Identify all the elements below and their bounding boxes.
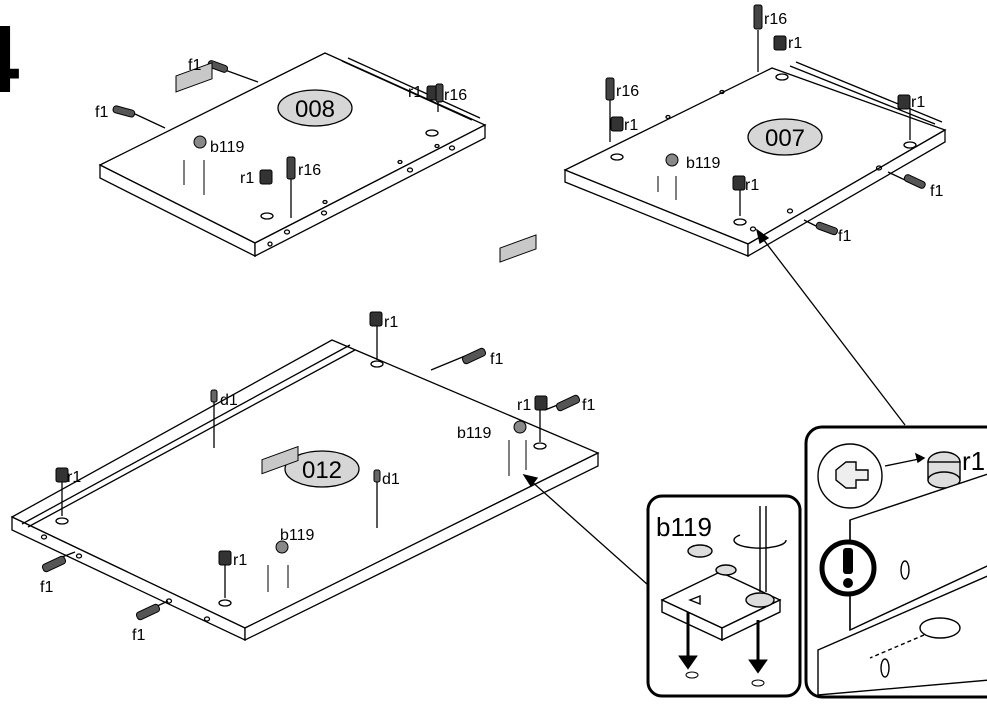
- svg-text:r1: r1: [517, 397, 531, 414]
- svg-text:007: 007: [765, 125, 805, 152]
- f1-dowel: [207, 60, 229, 73]
- callout-arrow-r1: [755, 228, 906, 426]
- step-number: 4: [0, 6, 19, 113]
- svg-text:r1: r1: [240, 170, 254, 187]
- svg-text:r1: r1: [911, 94, 925, 111]
- r1-cam-lock: [534, 395, 548, 411]
- svg-text:r1: r1: [408, 84, 422, 101]
- svg-text:b119: b119: [686, 155, 721, 172]
- svg-text:4: 4: [0, 6, 19, 113]
- svg-text:r16: r16: [764, 11, 787, 28]
- svg-text:r1: r1: [962, 446, 985, 476]
- svg-text:r1: r1: [745, 177, 759, 194]
- f1-dowel: [41, 555, 67, 573]
- svg-text:f1: f1: [40, 579, 53, 596]
- svg-text:f1: f1: [188, 57, 201, 74]
- svg-text:b119: b119: [210, 139, 245, 156]
- f1-dowel: [903, 174, 926, 189]
- svg-text:d1: d1: [382, 471, 400, 488]
- r16-bolt: [286, 156, 296, 180]
- warning-icon: [819, 539, 877, 597]
- f1-dowel: [461, 347, 487, 365]
- r1-cam-lock: [897, 94, 911, 110]
- svg-text:b119: b119: [457, 425, 492, 442]
- r1-cam-lock: [55, 467, 69, 483]
- f1-dowel: [135, 603, 161, 621]
- svg-text:f1: f1: [132, 627, 145, 644]
- panel-008: [98, 52, 487, 258]
- f1-dowel: [815, 221, 839, 236]
- f1-dowel: [112, 105, 136, 118]
- arrow-down-icon: [678, 612, 768, 674]
- b119-hinge-plate: [657, 153, 679, 200]
- r1-cam-lock: [369, 311, 383, 327]
- r16-bolt: [605, 77, 615, 101]
- panel-008-label: 008: [277, 89, 353, 127]
- svg-text:f1: f1: [582, 397, 595, 414]
- detail-b119: b119: [646, 494, 802, 698]
- detail-r1: r1: [804, 425, 987, 699]
- svg-text:r1: r1: [67, 469, 81, 486]
- r16-bolt: [435, 83, 444, 103]
- svg-text:r1: r1: [384, 314, 398, 331]
- svg-text:r1: r1: [788, 35, 802, 52]
- part-labels-007: r16 r1 r16 r1 r1 b119 r1 f1 f1: [616, 11, 943, 245]
- svg-text:b119: b119: [280, 527, 315, 544]
- r1-cam-lock: [259, 169, 273, 185]
- b119-hinge-plate: [175, 62, 213, 195]
- callout-arrow-b119: [522, 474, 649, 586]
- svg-text:f1: f1: [490, 351, 503, 368]
- svg-text:f1: f1: [930, 183, 943, 200]
- svg-text:008: 008: [295, 96, 335, 123]
- r1-cam-lock: [773, 35, 787, 51]
- b119-hinge-plate: [499, 234, 537, 476]
- panel-007: [563, 30, 947, 258]
- r16-bolt: [753, 4, 763, 30]
- r1-cam-lock: [732, 175, 746, 191]
- svg-text:012: 012: [302, 457, 342, 484]
- part-labels-012: r1 f1 d1 r1 f1 b119 d1 r1 b119 r1 f1 f1: [40, 314, 595, 644]
- r1-cam-lock: [218, 550, 232, 566]
- svg-text:r1: r1: [233, 552, 247, 569]
- b119-hinge-plate: [261, 445, 299, 592]
- svg-text:r16: r16: [616, 83, 639, 100]
- panel-012-label: 012: [284, 450, 360, 488]
- svg-text:r1: r1: [624, 117, 638, 134]
- svg-text:f1: f1: [838, 228, 851, 245]
- svg-text:d1: d1: [220, 392, 238, 409]
- svg-text:r16: r16: [298, 162, 321, 179]
- panel-007-label: 007: [747, 118, 823, 156]
- r1-cam-lock: [610, 116, 624, 132]
- part-labels-008: f1 f1 b119 r1 r16 r1 r16: [95, 57, 467, 187]
- svg-text:b119: b119: [656, 512, 712, 542]
- d1-dowel: [373, 469, 381, 483]
- f1-dowel: [555, 394, 581, 412]
- svg-text:f1: f1: [95, 104, 108, 121]
- svg-text:r16: r16: [444, 87, 467, 104]
- d1-dowel: [210, 389, 218, 403]
